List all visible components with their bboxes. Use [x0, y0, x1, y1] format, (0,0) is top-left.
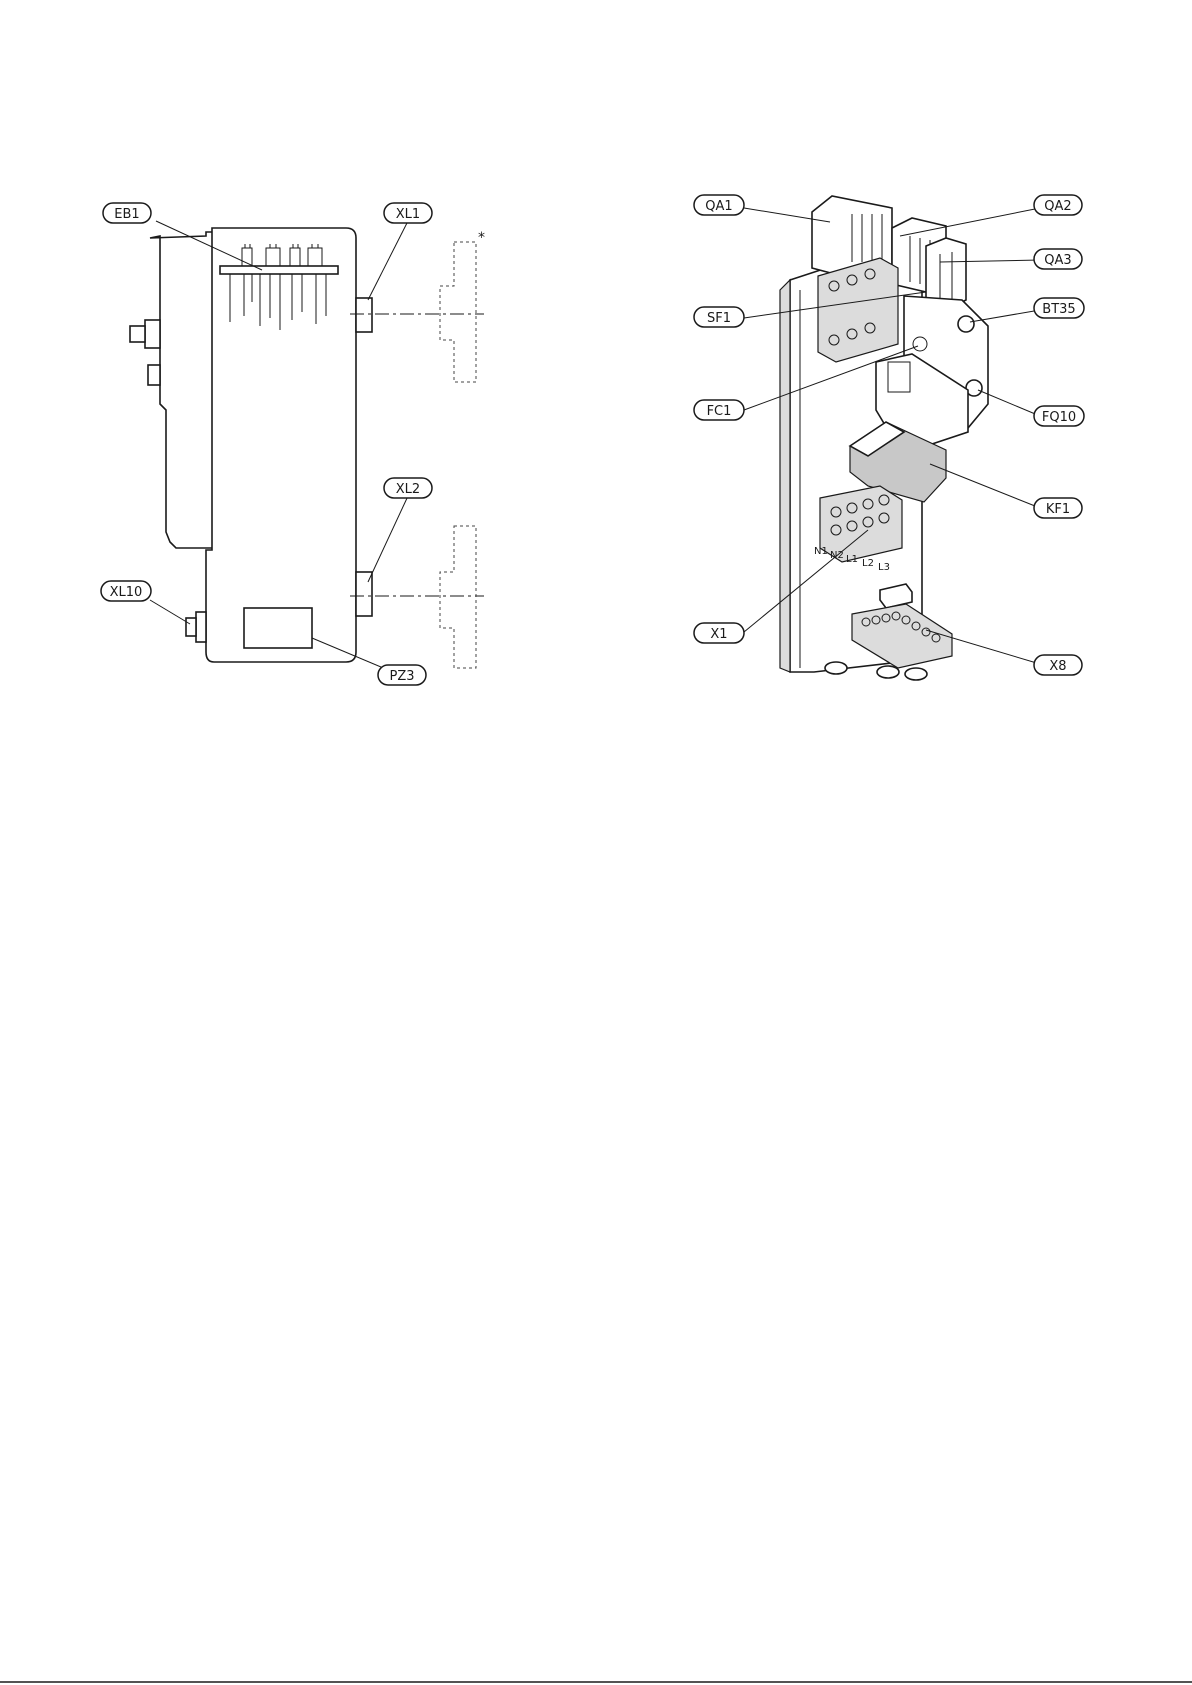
- label-qa1: QA1: [694, 195, 744, 215]
- svg-text:FC1: FC1: [707, 404, 732, 419]
- svg-text:X8: X8: [1049, 659, 1066, 674]
- side-clip: [148, 365, 160, 385]
- svg-text:FQ10: FQ10: [1042, 410, 1076, 425]
- asterisk-note: *: [478, 230, 485, 246]
- label-sf1: SF1: [694, 307, 744, 327]
- side-knob: [145, 320, 160, 348]
- xl1-connection: [356, 298, 372, 332]
- tank-body: [206, 228, 356, 662]
- svg-text:SF1: SF1: [707, 311, 731, 326]
- svg-text:QA1: QA1: [705, 199, 732, 214]
- label-xl1: XL1: [384, 203, 432, 223]
- svg-text:XL1: XL1: [396, 207, 420, 222]
- label-qa3: QA3: [1034, 249, 1082, 269]
- terminal-l1: L1: [846, 554, 858, 565]
- terminal-l3: L3: [878, 562, 890, 573]
- svg-text:QA3: QA3: [1044, 253, 1071, 268]
- label-eb1: EB1: [103, 203, 151, 223]
- terminal-n1: N1: [814, 546, 828, 557]
- svg-text:PZ3: PZ3: [389, 669, 414, 684]
- label-bt35: BT35: [1034, 298, 1084, 318]
- label-qa2: QA2: [1034, 195, 1082, 215]
- label-xl10: XL10: [101, 581, 151, 601]
- svg-text:QA2: QA2: [1044, 199, 1071, 214]
- label-fc1: FC1: [694, 400, 744, 420]
- label-pz3: PZ3: [378, 665, 426, 685]
- label-x1: X1: [694, 623, 744, 643]
- upper-terminal-block: [818, 258, 898, 362]
- svg-text:BT35: BT35: [1042, 302, 1075, 317]
- back-panel-side: [780, 280, 790, 672]
- xl10-connection: [196, 612, 206, 642]
- flange-upper-outline: [440, 242, 476, 382]
- svg-text:X1: X1: [710, 627, 727, 642]
- pz3-plate: [244, 608, 312, 648]
- svg-text:XL10: XL10: [110, 585, 143, 600]
- element-plate: [220, 266, 338, 274]
- label-kf1: KF1: [1034, 498, 1082, 518]
- svg-text:EB1: EB1: [114, 207, 139, 222]
- label-fq10: FQ10: [1034, 406, 1084, 426]
- bt35-sensor: [958, 316, 974, 332]
- svg-text:XL2: XL2: [396, 482, 420, 497]
- flange-lower-outline: [440, 526, 476, 668]
- side-knob-cap: [130, 326, 145, 342]
- terminal-l2: L2: [862, 558, 874, 569]
- left-diagram: * EB1 XL1 XL2 XL10 PZ3: [101, 203, 485, 685]
- xl10-nipple: [186, 618, 196, 636]
- label-xl2: XL2: [384, 478, 432, 498]
- label-x8: X8: [1034, 655, 1082, 675]
- right-diagram: N1 N2 L1 L2 L3: [694, 195, 1084, 680]
- svg-text:KF1: KF1: [1046, 502, 1070, 517]
